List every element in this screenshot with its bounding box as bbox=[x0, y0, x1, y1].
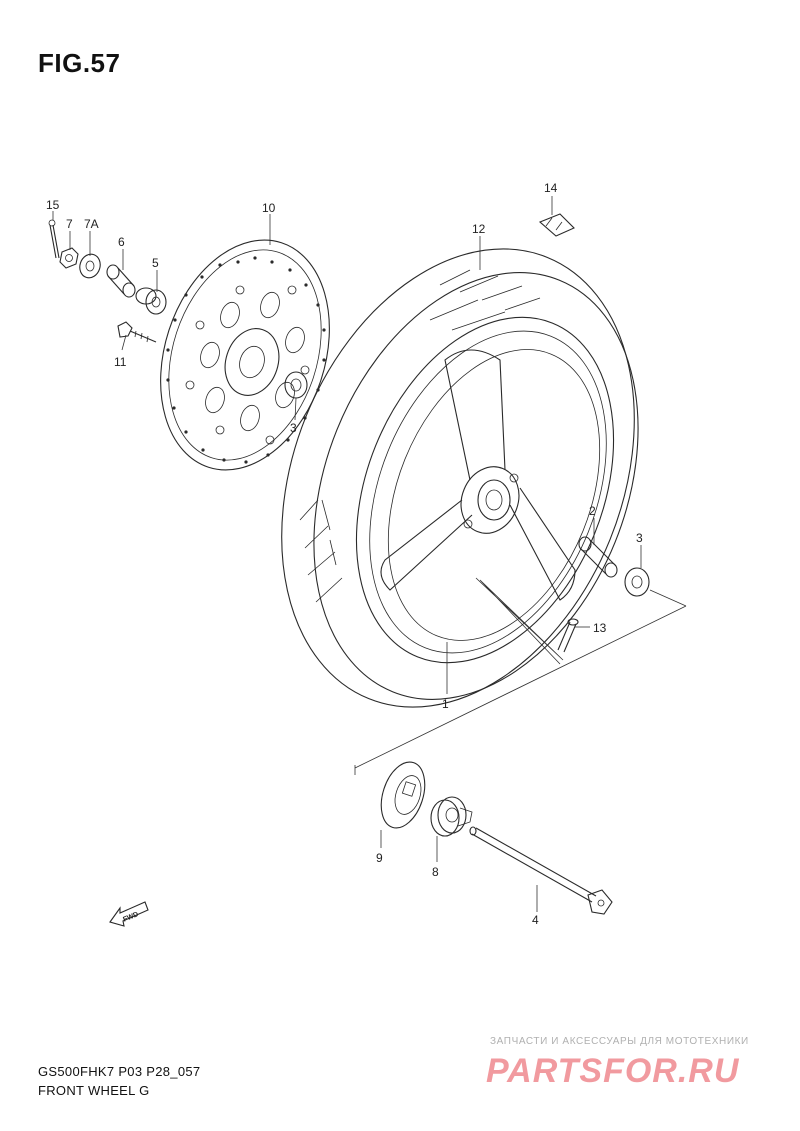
part-number-label: 11 bbox=[114, 355, 127, 369]
part-number-label: 5 bbox=[152, 256, 159, 270]
axle-spacer bbox=[578, 536, 618, 578]
part-number-label: 13 bbox=[593, 621, 607, 635]
brake-disc bbox=[160, 239, 330, 471]
part-number-label: 7A bbox=[84, 217, 99, 231]
part-number-label: 3 bbox=[636, 531, 643, 545]
spacer bbox=[106, 264, 136, 298]
part-number-label: 3 bbox=[290, 421, 297, 435]
part-number-label: 7 bbox=[66, 217, 73, 231]
part-number-label: 9 bbox=[376, 851, 383, 865]
part-number-label: 8 bbox=[432, 865, 439, 879]
part-number-label: 1 bbox=[442, 697, 449, 711]
part-number-label: 2 bbox=[589, 504, 596, 518]
part-number-label: 12 bbox=[472, 222, 486, 236]
balance-weight bbox=[538, 213, 575, 237]
part-number-label: 6 bbox=[118, 235, 125, 249]
watermark-tagline: ЗАПЧАСТИ И АКСЕССУАРЫ ДЛЯ МОТОТЕХНИКИ bbox=[490, 1036, 749, 1047]
part-number-label: 15 bbox=[46, 198, 60, 212]
fwd-label: FWD bbox=[122, 911, 139, 923]
watermark-logo: PARTSFOR.RU bbox=[486, 1052, 740, 1090]
collar bbox=[135, 287, 167, 315]
part-number-label: 4 bbox=[532, 913, 539, 927]
bearing-right bbox=[624, 567, 650, 597]
tire-valve bbox=[557, 618, 579, 653]
watermark-brand: PARTSFOR.RU bbox=[486, 1052, 740, 1090]
fwd-arrow-icon: FWD bbox=[109, 901, 149, 927]
bearing-left bbox=[284, 371, 308, 399]
part-number-label: 10 bbox=[262, 201, 276, 215]
section-name: FRONT WHEEL G bbox=[38, 1083, 150, 1098]
figure-title: FIG.57 bbox=[38, 48, 121, 78]
model-code: GS500FHK7 P03 P28_057 bbox=[38, 1064, 201, 1079]
part-number-label: 14 bbox=[544, 181, 558, 195]
speedometer-gearbox bbox=[430, 796, 473, 837]
cotter-pin bbox=[48, 219, 60, 259]
washer bbox=[79, 253, 101, 279]
front-axle bbox=[469, 826, 613, 915]
disc-bolt bbox=[117, 321, 157, 343]
tire bbox=[281, 248, 639, 708]
axle-nut bbox=[59, 247, 79, 269]
wheel-rim bbox=[355, 316, 615, 664]
speedometer-rotor bbox=[380, 761, 426, 829]
